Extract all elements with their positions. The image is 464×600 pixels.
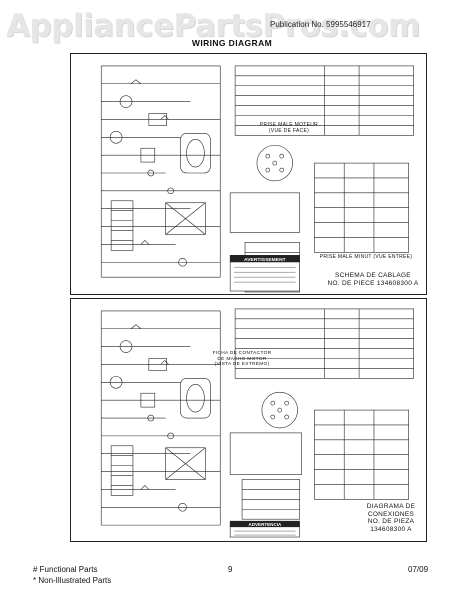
diagram-label: DIAGRAMA DE CONEXIONES NO. DE PIEZA 1346… — [356, 503, 426, 533]
schematic-french: AVERTISSEMENT — [100, 65, 414, 293]
warning-box-es: ADVERTENCIA — [229, 520, 300, 538]
diagram-label-line-3: NO. DE PIEZA — [367, 518, 415, 525]
page-number: 9 — [228, 565, 233, 574]
wiring-diagram-french: AVERTISSEMENT PRISE MALE MOTEUR (VUE DE … — [70, 53, 427, 295]
publication-prefix: Publication No. — [270, 20, 324, 29]
motor-contactor-label: FICHA DE CONTACTOR DE MACHO MOTOR (VISTA… — [212, 351, 272, 368]
warning-title-fr: AVERTISSEMENT — [244, 257, 286, 263]
publication-value: 5995546917 — [326, 20, 371, 29]
motor-plug-label: PRISE MALE MOTEUR (VUE DE FACE) — [259, 122, 319, 134]
footer-functional-parts: # Functional Parts — [33, 565, 98, 574]
schema-label-line-2: NO. DE PIECE 134608300 A — [327, 279, 419, 287]
schematic-spanish: ADVERTENCIA — [100, 308, 414, 538]
schema-label-line-1: SCHEMA DE CABLAGE — [335, 272, 411, 279]
warning-box-fr: AVERTISSEMENT — [229, 255, 300, 292]
diagram-label-line-1: DIAGRAMA DE — [366, 503, 416, 510]
revision-date: 07/09 — [408, 565, 429, 574]
schema-label: SCHEMA DE CABLAGE NO. DE PIECE 134608300… — [318, 272, 428, 287]
timer-pin-label: PRISE MALE MINUT (VUE ENTREE) — [319, 254, 413, 260]
page-title: WIRING DIAGRAM — [191, 38, 273, 48]
diagram-label-line-4: 134608300 A — [370, 525, 412, 533]
warning-title-es: ADVERTENCIA — [248, 522, 282, 527]
diagram-label-line-2: CONEXIONES — [367, 510, 415, 518]
publication-number: Publication No. 5995546917 — [270, 20, 371, 29]
wiring-diagram-spanish: ADVERTENCIA FICHA DE CONTACTOR DE MACHO … — [70, 298, 427, 542]
footer-non-illustrated-parts: * Non-Illustrated Parts — [33, 576, 112, 585]
